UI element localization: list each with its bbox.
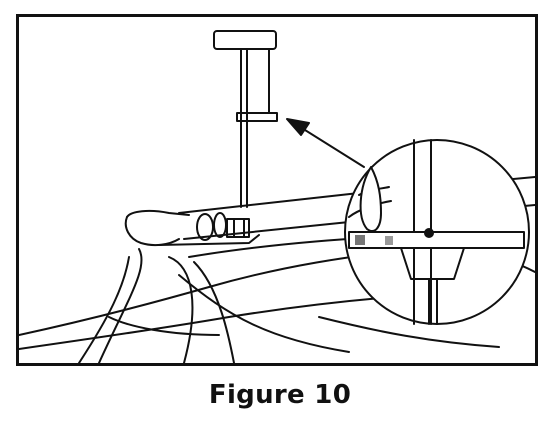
pointer-arrow [286,118,365,168]
detail-magnifier [344,139,530,325]
bow-mount [78,248,235,363]
illustration-frame [16,14,538,366]
mounting-illustration [19,30,535,363]
figure-caption: Figure 10 [208,380,352,410]
depth-rod [213,30,278,208]
